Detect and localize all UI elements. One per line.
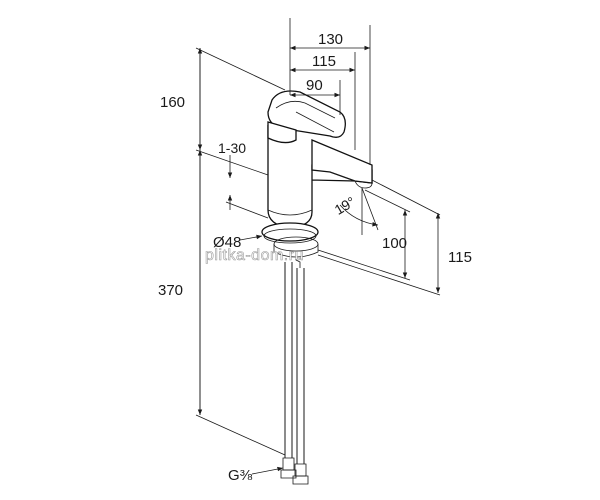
dim-130-label: 130 [318, 31, 343, 48]
dim-diameter-48-label: Ø48 [213, 234, 241, 251]
dim-19-angle-label: 19° [332, 193, 358, 217]
faucet-base [261, 222, 319, 258]
watermark-text: plitka-dom.ru [205, 247, 304, 264]
dim-115-right-label: 115 [448, 249, 472, 266]
supply-hoses [280, 252, 309, 485]
faucet-body [267, 90, 373, 229]
top-dimension-system [289, 18, 371, 165]
dim-100-label: 100 [382, 235, 407, 252]
right-dimension-system [317, 179, 441, 296]
left-dimension-system [195, 47, 286, 456]
dim-thread-label: G⅜ [228, 467, 253, 484]
dim-115-top-label: 115 [312, 53, 336, 70]
dim-370-label: 370 [158, 282, 183, 299]
dim-1-30-label: 1-30 [218, 140, 246, 156]
dim-90-label: 90 [306, 77, 323, 94]
dim-160-label: 160 [160, 94, 185, 111]
